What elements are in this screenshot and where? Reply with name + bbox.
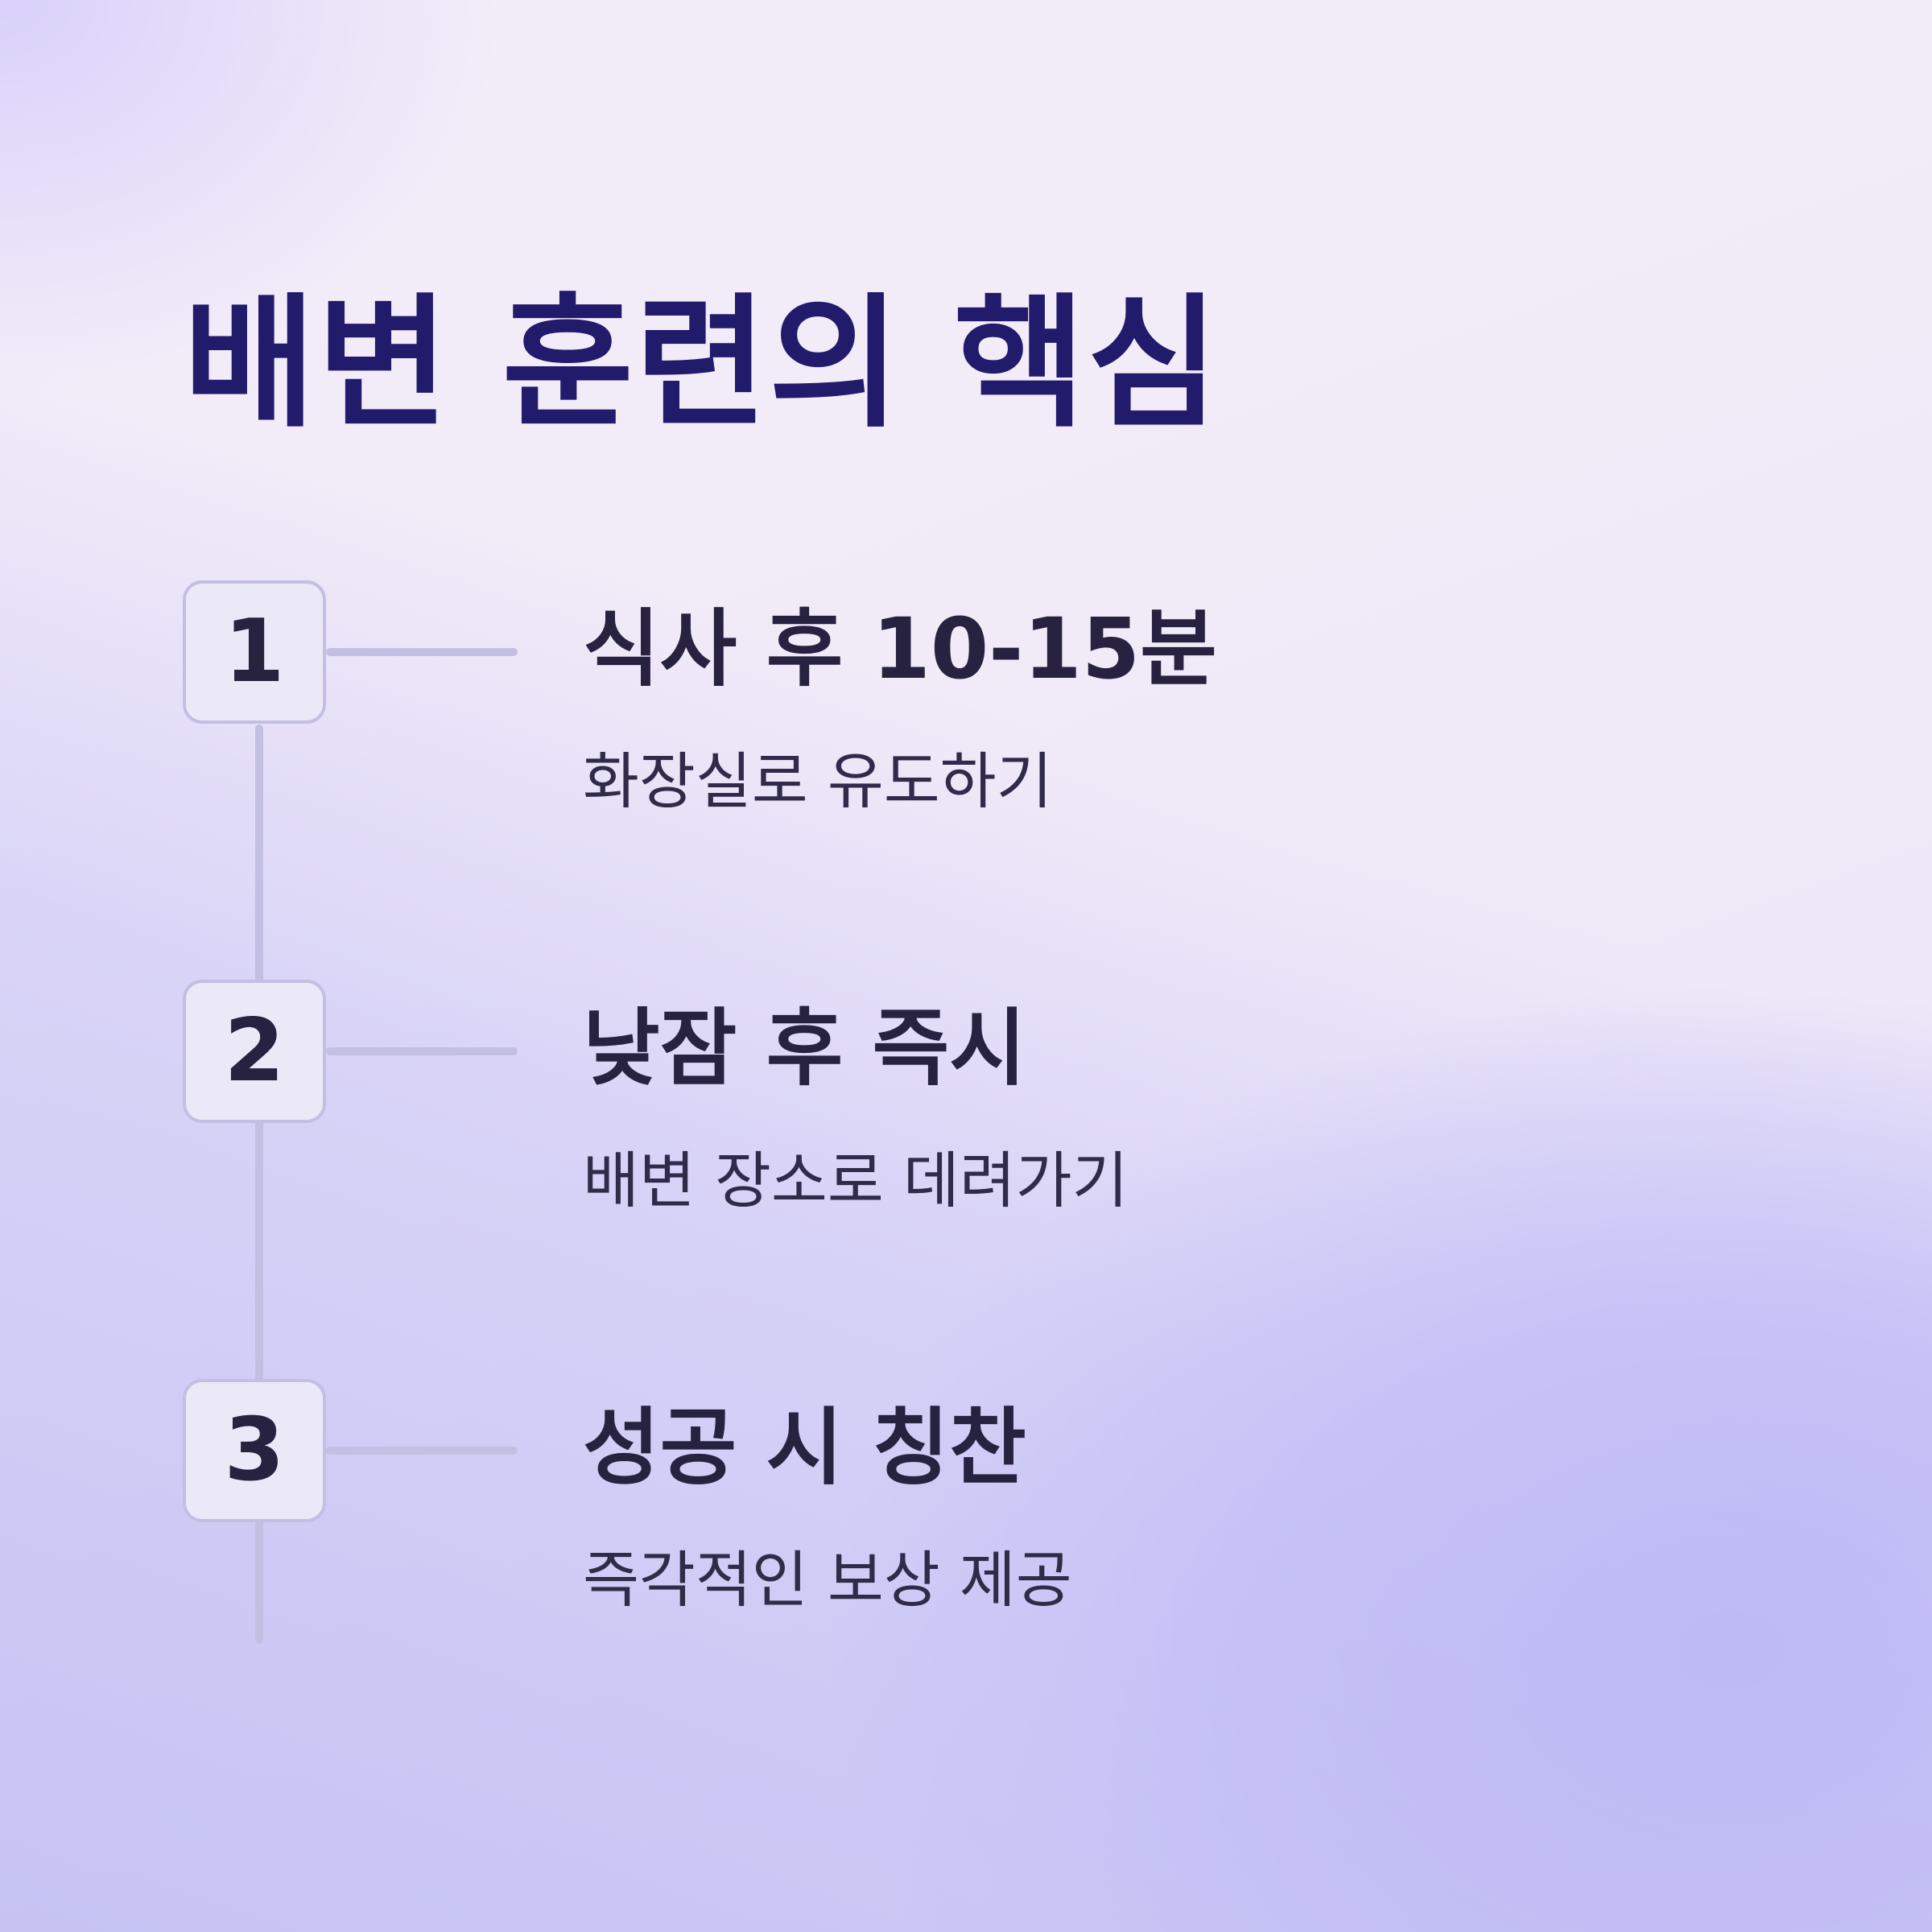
- step-number-box: 1: [183, 580, 326, 724]
- step-title: 성공 시 칭찬: [583, 1398, 1026, 1496]
- step-title: 식사 후 10-15분: [583, 600, 1217, 698]
- step-title: 낮잠 후 즉시: [583, 999, 1026, 1097]
- step-connector: [326, 648, 518, 656]
- step-number-box: 2: [183, 980, 326, 1123]
- step-1: 1 식사 후 10-15분 화장실로 유도하기: [0, 580, 1932, 822]
- step-connector: [326, 1447, 518, 1455]
- step-description: 배변 장소로 데려가기: [583, 1145, 1129, 1216]
- step-number: 1: [224, 601, 285, 702]
- step-number: 2: [224, 1001, 285, 1101]
- timeline-line: [255, 724, 263, 1644]
- step-3: 3 성공 시 칭찬 즉각적인 보상 제공: [0, 1379, 1932, 1620]
- page-title: 배변 훈련의 핵심: [184, 280, 1221, 447]
- step-number: 3: [224, 1400, 285, 1501]
- step-number-box: 3: [183, 1379, 326, 1522]
- step-connector: [326, 1047, 518, 1055]
- step-2: 2 낮잠 후 즉시 배변 장소로 데려가기: [0, 980, 1932, 1221]
- step-description: 즉각적인 보상 제공: [583, 1544, 1072, 1616]
- step-description: 화장실로 유도하기: [583, 745, 1053, 817]
